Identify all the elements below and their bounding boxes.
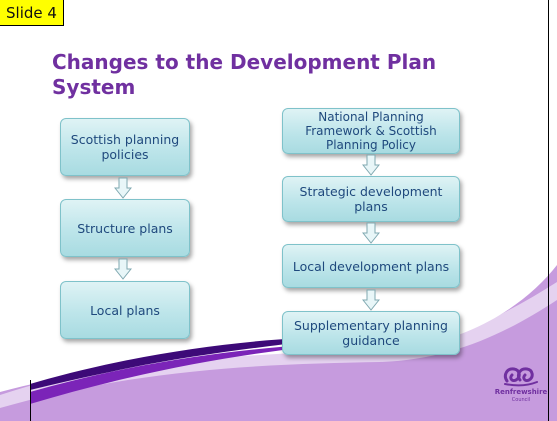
box-national-planning-framework: National Planning Framework & Scottish P… xyxy=(282,108,460,154)
renfrewshire-logo-icon xyxy=(503,367,538,387)
down-arrow-icon xyxy=(114,177,132,199)
box-label: Local plans xyxy=(90,302,160,318)
box-local-development-plans: Local development plans xyxy=(282,244,460,288)
box-label: Structure plans xyxy=(77,220,173,236)
box-label: Strategic development plans xyxy=(299,184,443,214)
box-label: Local development plans xyxy=(292,258,450,274)
logo-name: Renfrewshire xyxy=(494,388,548,396)
down-arrow-icon xyxy=(362,154,380,176)
box-structure-plans: Structure plans xyxy=(60,199,190,257)
box-label: National Planning Framework & Scottish P… xyxy=(305,110,437,152)
box-supplementary-planning-guidance: Supplementary planning guidance xyxy=(282,311,460,355)
slide-title: Changes to the Development Plan System xyxy=(52,50,437,99)
box-scottish-planning-policies: Scottish planning policies xyxy=(60,118,190,176)
down-arrow-icon xyxy=(362,289,380,311)
box-local-plans: Local plans xyxy=(60,281,190,339)
box-label: Scottish planning policies xyxy=(70,132,180,162)
down-arrow-icon xyxy=(362,222,380,244)
box-strategic-development-plans: Strategic development plans xyxy=(282,176,460,222)
frame-line-left xyxy=(30,380,31,421)
logo-subtitle: Council xyxy=(511,397,531,403)
down-arrow-icon xyxy=(114,258,132,280)
slide-number-label: Slide 4 xyxy=(0,0,64,26)
frame-line-right xyxy=(548,0,549,421)
box-label: Supplementary planning guidance xyxy=(294,318,448,348)
